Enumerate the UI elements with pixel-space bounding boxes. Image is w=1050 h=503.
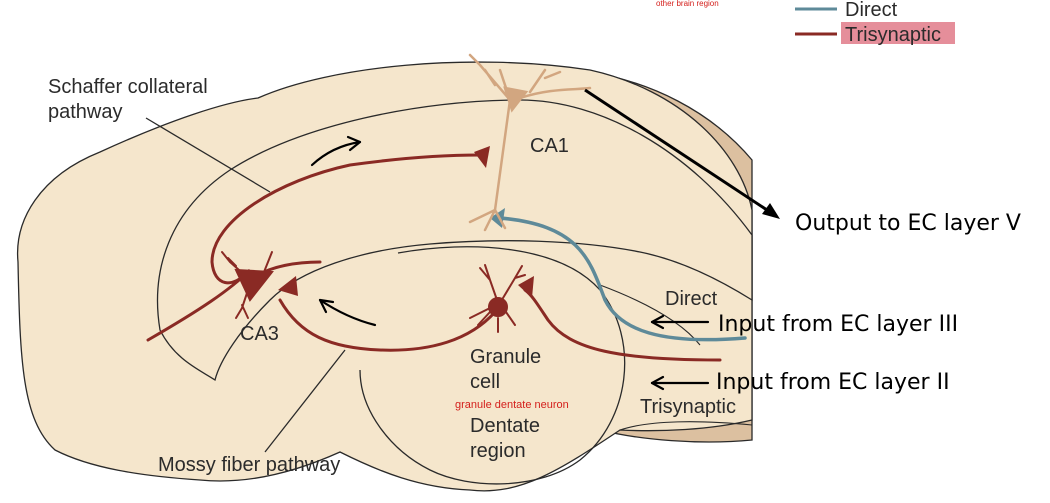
schaffer-flow-arrow bbox=[310, 140, 362, 167]
ca1-schaffer-terminal bbox=[474, 146, 490, 168]
schaffer-collateral-line bbox=[146, 153, 482, 342]
granule-label-line1: Granule bbox=[470, 346, 541, 368]
schaffer-label-line2: pathway bbox=[48, 101, 123, 123]
granule-neuron bbox=[469, 264, 526, 333]
ca3-label: CA3 bbox=[240, 323, 279, 345]
granule-terminal bbox=[518, 276, 534, 298]
tissue-lower-curve bbox=[619, 421, 753, 431]
legend-trisynaptic-highlight bbox=[841, 22, 955, 44]
tissue-background bbox=[16, 60, 1050, 503]
trisynaptic-label: Trisynaptic bbox=[640, 396, 736, 418]
mossy-flow-arrow bbox=[318, 298, 377, 327]
ca1-neuron bbox=[468, 53, 592, 232]
ca3-neuron bbox=[221, 251, 274, 319]
direct-label: Direct bbox=[665, 288, 718, 310]
input-layer3-label: Input from EC layer III bbox=[718, 312, 958, 337]
granule-note: granule dentate neuron bbox=[455, 399, 569, 411]
perforant-pathway-line bbox=[523, 288, 722, 362]
direct-pathway-line bbox=[498, 216, 747, 342]
pointer-lines bbox=[145, 117, 346, 453]
granule-label-line2: cell bbox=[470, 371, 500, 393]
top-note: other brain region bbox=[656, 0, 719, 8]
ca3-mossy-terminal bbox=[278, 276, 298, 296]
output-arrow bbox=[584, 88, 780, 219]
schaffer-label-line1: Schaffer collateral bbox=[48, 76, 208, 98]
flow-arrows bbox=[310, 135, 710, 391]
mossy-label: Mossy fiber pathway bbox=[158, 454, 340, 476]
tissue-right-cut bbox=[753, 60, 1050, 503]
tissue-hippocampus bbox=[156, 99, 753, 382]
input-layer2-label: Input from EC layer II bbox=[716, 370, 950, 395]
tissue-fold bbox=[599, 284, 701, 346]
legend bbox=[795, 7, 955, 44]
output-label: Output to EC layer V bbox=[795, 211, 1021, 236]
mossy-fiber-line bbox=[278, 298, 497, 352]
dentate-label-line2: region bbox=[470, 440, 526, 462]
legend-direct-label: Direct bbox=[845, 0, 898, 21]
tissue-dentate bbox=[359, 246, 626, 485]
ca1-label: CA1 bbox=[530, 135, 569, 157]
legend-trisynaptic-label: Trisynaptic bbox=[845, 24, 941, 46]
dentate-label-line1: Dentate bbox=[470, 415, 540, 437]
